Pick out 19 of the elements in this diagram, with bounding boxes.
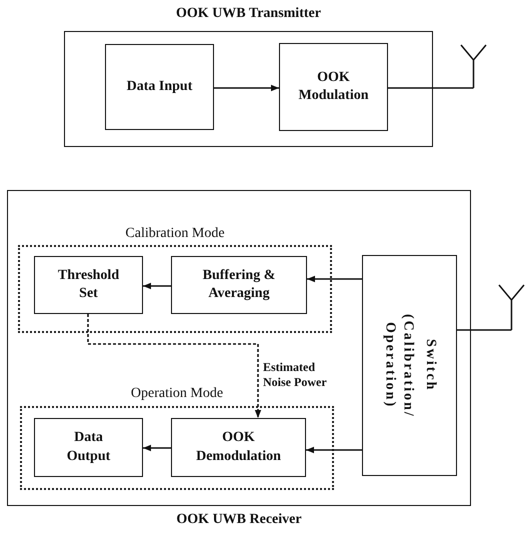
switch-block: Switch (Calibration/ Operation)	[362, 255, 457, 476]
arrow	[143, 444, 171, 452]
connector-line	[388, 87, 474, 89]
process-block: Buffering & Averaging	[171, 256, 307, 314]
connector-line	[457, 329, 512, 331]
process-block: Data Input	[105, 44, 214, 130]
group-title: Calibration Mode	[124, 226, 226, 242]
process-block: Threshold Set	[34, 256, 143, 314]
process-block: Data Output	[34, 418, 143, 477]
group-title: OOK UWB Transmitter	[175, 6, 322, 22]
group-title: OOK UWB Receiver	[175, 512, 303, 528]
arrow	[143, 282, 171, 290]
group-title: Operation Mode	[130, 386, 224, 402]
arrow	[87, 314, 262, 418]
process-block: OOK Modulation	[279, 43, 388, 131]
process-block: OOK Demodulation	[171, 418, 306, 477]
arrow	[307, 276, 362, 282]
arrow	[306, 446, 362, 454]
arrow	[214, 84, 279, 92]
